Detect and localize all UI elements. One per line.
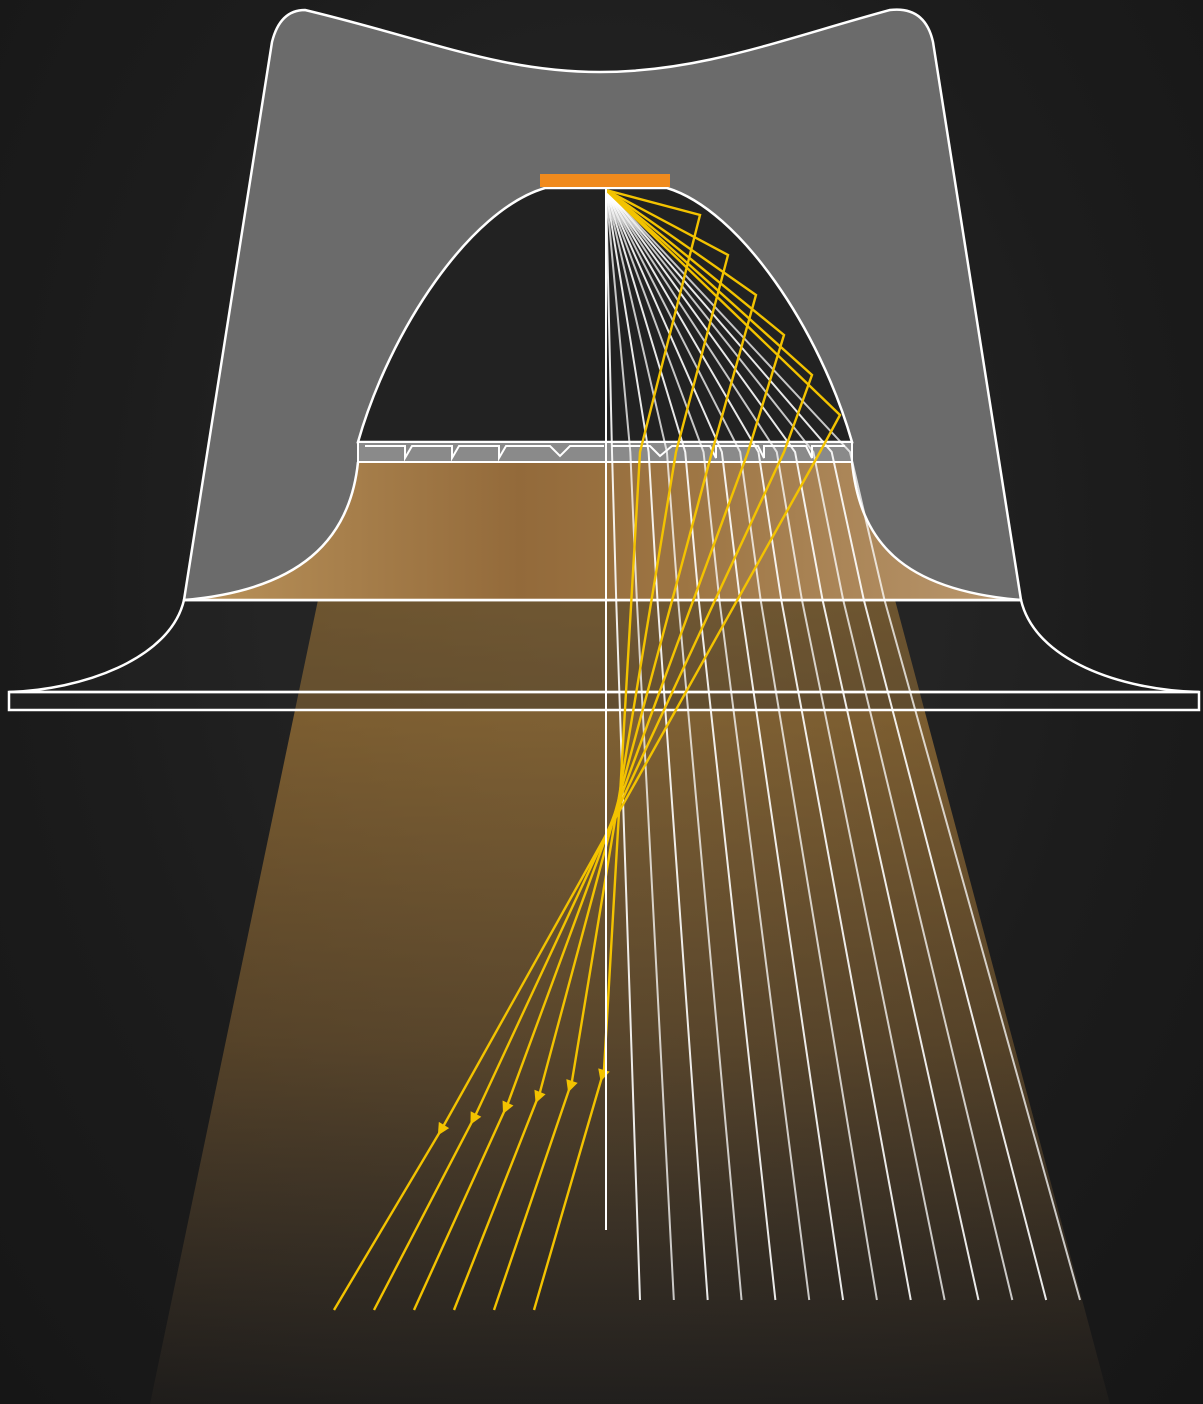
direct-ray <box>605 189 709 1301</box>
light-source <box>540 174 670 187</box>
direct-rays <box>605 189 1081 1301</box>
ray-arrowhead <box>470 1111 482 1125</box>
ray-arrowhead <box>502 1100 514 1114</box>
reflected-ray <box>332 189 842 1311</box>
direct-ray <box>605 189 912 1301</box>
direct-ray <box>605 189 946 1301</box>
ray-arrowhead <box>437 1121 450 1136</box>
reflected-rays <box>332 188 842 1311</box>
direct-ray <box>605 189 980 1301</box>
reflected-ray <box>452 189 758 1311</box>
direct-ray <box>605 189 675 1301</box>
direct-ray <box>605 189 1081 1301</box>
ray-arrowhead <box>534 1089 546 1104</box>
reflected-ray <box>492 188 730 1311</box>
direct-ray <box>605 189 743 1301</box>
reflected-ray <box>412 189 786 1311</box>
lens-side-highlight <box>183 461 360 602</box>
base-plate <box>7 690 1201 712</box>
direct-ray <box>605 189 641 1301</box>
reflected-ray <box>372 189 814 1311</box>
base-flange <box>8 598 1200 694</box>
lens-lit-area <box>184 462 1021 600</box>
lens-side-highlight-right <box>850 461 1022 602</box>
direct-ray <box>605 189 1048 1301</box>
direct-ray <box>605 189 811 1301</box>
ray-arrowhead <box>566 1079 578 1093</box>
direct-ray <box>605 189 845 1301</box>
reflected-ray <box>532 188 702 1311</box>
